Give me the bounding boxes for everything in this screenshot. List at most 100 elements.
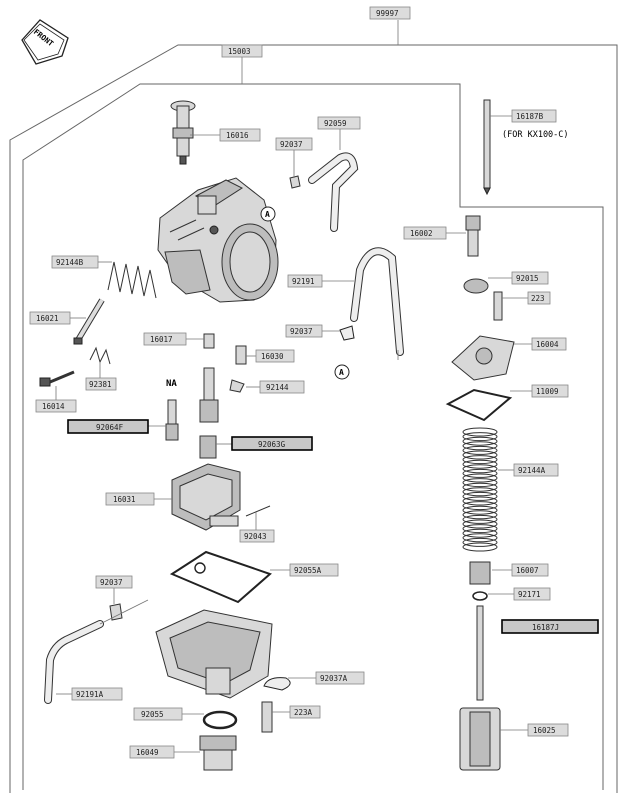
needle-jet-na — [199, 367, 219, 423]
label-92063g: 92063G — [231, 436, 313, 451]
front-direction-arrow: FRONT — [21, 19, 69, 65]
svg-text:92037: 92037 — [100, 578, 123, 587]
spring-coil — [462, 491, 498, 501]
svg-text:92064F: 92064F — [96, 423, 124, 432]
spring-coil — [462, 510, 498, 520]
na-label: NA — [166, 379, 177, 389]
spring-coil — [462, 427, 498, 437]
pin-92043 — [245, 505, 271, 517]
svg-text:92171: 92171 — [518, 590, 541, 599]
svg-text:92144B: 92144B — [56, 258, 84, 267]
clip-92037a — [263, 677, 291, 691]
spring-coil — [462, 455, 498, 465]
svg-text:16014: 16014 — [42, 402, 65, 411]
float-bowl — [155, 609, 273, 699]
jet-16017 — [203, 333, 215, 349]
svg-text:16187B: 16187B — [516, 112, 544, 121]
label-92037-top: 92037 — [275, 137, 313, 151]
float-16031 — [171, 463, 241, 531]
label-16187j: 16187J — [501, 619, 599, 634]
label-16014: 16014 — [35, 399, 77, 413]
spring-coil — [462, 436, 498, 446]
svg-text:92055A: 92055A — [294, 566, 322, 575]
label-92144b: 92144B — [51, 255, 99, 269]
jet-92063g — [199, 435, 217, 459]
label-92064f: 92064F — [67, 419, 149, 434]
label-92037-bottom: 92037 — [95, 575, 133, 589]
svg-text:16002: 16002 — [410, 229, 433, 238]
spring-coil — [462, 482, 498, 492]
label-223: 223 — [527, 291, 551, 305]
label-92055a: 92055A — [289, 563, 339, 577]
svg-text:16025: 16025 — [533, 726, 556, 735]
spring-coil — [462, 524, 498, 534]
label-16049: 16049 — [129, 745, 175, 759]
clip-92144 — [229, 379, 245, 393]
needle-16187b — [483, 99, 491, 196]
carburetor-body — [157, 177, 279, 303]
spring-coil — [462, 459, 498, 469]
spring-coil — [462, 464, 498, 474]
svg-text:92059: 92059 — [324, 119, 347, 128]
svg-text:16030: 16030 — [261, 352, 284, 361]
label-16187b: 16187B — [511, 109, 557, 123]
svg-text:16007: 16007 — [516, 566, 539, 575]
label-92055: 92055 — [133, 707, 183, 721]
svg-text:92037A: 92037A — [320, 674, 348, 683]
plug-16049 — [199, 735, 237, 771]
spring-coil — [462, 445, 498, 455]
clip-92037-top — [289, 175, 301, 189]
svg-text:16004: 16004 — [536, 340, 559, 349]
label-16017: 16017 — [143, 332, 187, 346]
spring-coil — [462, 501, 498, 511]
spring-coil — [462, 542, 498, 552]
label-92381: 92381 — [85, 377, 117, 391]
label-223a: 223A — [289, 705, 321, 719]
clip-92171 — [472, 591, 488, 601]
label-99997: 99997 — [369, 6, 411, 20]
label-16021: 16021 — [29, 311, 71, 325]
svg-text:15003: 15003 — [228, 47, 251, 56]
callout-a-carb: A — [260, 206, 276, 222]
label-15003: 15003 — [221, 44, 263, 58]
svg-text:223: 223 — [531, 294, 545, 303]
svg-text:16021: 16021 — [36, 314, 59, 323]
cap-16004 — [451, 335, 515, 381]
svg-text:92063G: 92063G — [258, 440, 286, 449]
label-16031: 16031 — [105, 492, 155, 506]
svg-text:92144: 92144 — [266, 383, 289, 392]
spring-92381 — [89, 346, 111, 365]
svg-text:16187J: 16187J — [532, 623, 559, 632]
spring-coil — [462, 505, 498, 515]
label-92015: 92015 — [511, 271, 549, 285]
gasket-92055a — [169, 550, 272, 604]
for-kx100-note: (FOR KX100-C) — [502, 130, 569, 140]
clip-92037-mid — [339, 325, 355, 341]
spring-coil — [462, 468, 498, 478]
jet-92064f — [165, 399, 179, 441]
svg-text:92043: 92043 — [244, 532, 267, 541]
label-92191a: 92191A — [71, 687, 123, 701]
needle-16187j — [476, 605, 484, 701]
callout-a-hose: A — [334, 364, 350, 380]
spring-coil — [462, 478, 498, 488]
svg-text:92037: 92037 — [280, 140, 303, 149]
spring-coil — [462, 487, 498, 497]
spring-coil — [462, 450, 498, 460]
label-16007: 16007 — [511, 563, 549, 577]
clip-92037-bottom — [109, 603, 123, 621]
svg-text:92381: 92381 — [89, 380, 112, 389]
svg-text:99997: 99997 — [376, 9, 399, 18]
spring-coil — [462, 441, 498, 451]
top-cap-assembly — [170, 100, 196, 165]
svg-text:92191: 92191 — [292, 277, 315, 286]
screw-223 — [493, 291, 503, 321]
oring-92055 — [202, 710, 238, 730]
adjuster-16002 — [465, 215, 481, 257]
label-92059: 92059 — [317, 116, 361, 130]
label-16002: 16002 — [403, 226, 447, 240]
svg-text:16031: 16031 — [113, 495, 136, 504]
spring-coil — [462, 496, 498, 506]
svg-text:92015: 92015 — [516, 274, 539, 283]
svg-text:A: A — [339, 368, 344, 377]
